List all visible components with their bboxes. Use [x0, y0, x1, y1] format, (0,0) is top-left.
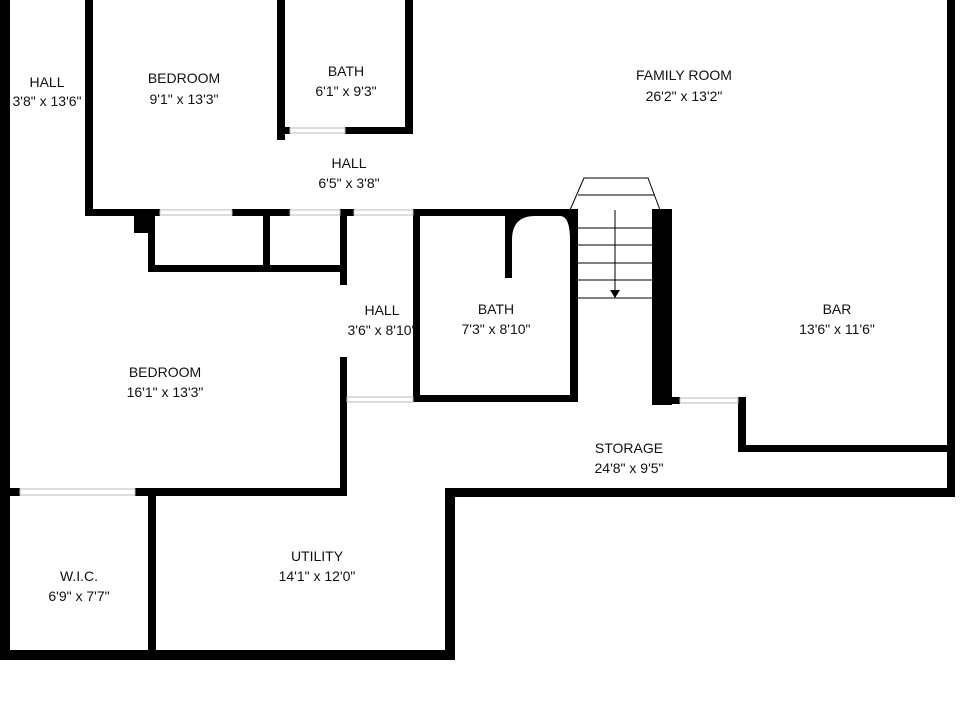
- svg-text:3'6" x 8'10": 3'6" x 8'10": [348, 322, 417, 338]
- svg-text:STORAGE: STORAGE: [595, 440, 663, 456]
- room-bath-2: BATH 7'3" x 8'10": [462, 301, 531, 337]
- room-family-room: FAMILY ROOM 26'2" x 13'2": [636, 67, 732, 104]
- svg-text:16'1" x 13'3": 16'1" x 13'3": [127, 384, 204, 400]
- room-hall-left: HALL 3'8" x 13'6": [13, 74, 82, 109]
- room-bath-1: BATH 6'1" x 9'3": [315, 63, 376, 99]
- room-bedroom-1: BEDROOM 9'1" x 13'3": [148, 70, 220, 107]
- room-utility: UTILITY 14'1" x 12'0": [279, 548, 356, 584]
- svg-text:24'8" x 9'5": 24'8" x 9'5": [595, 460, 664, 476]
- svg-text:13'6" x 11'6": 13'6" x 11'6": [799, 321, 875, 337]
- stair-direction-arrow-icon: [610, 290, 620, 298]
- svg-text:26'2" x 13'2": 26'2" x 13'2": [646, 88, 723, 104]
- room-bedroom-2: BEDROOM 16'1" x 13'3": [127, 364, 204, 400]
- svg-text:9'1" x 13'3": 9'1" x 13'3": [150, 91, 219, 107]
- svg-text:UTILITY: UTILITY: [291, 548, 344, 564]
- room-hall-middle: HALL 3'6" x 8'10": [348, 302, 417, 338]
- svg-text:BAR: BAR: [823, 301, 852, 317]
- svg-text:BATH: BATH: [478, 301, 514, 317]
- svg-text:BEDROOM: BEDROOM: [129, 364, 201, 380]
- doors: [19, 127, 739, 496]
- svg-text:14'1" x 12'0": 14'1" x 12'0": [279, 568, 356, 584]
- svg-text:BEDROOM: BEDROOM: [148, 70, 220, 86]
- room-wic: W.I.C. 6'9" x 7'7": [48, 568, 109, 604]
- svg-text:6'9" x 7'7": 6'9" x 7'7": [48, 588, 109, 604]
- svg-text:6'5" x 3'8": 6'5" x 3'8": [318, 175, 379, 191]
- room-storage: STORAGE 24'8" x 9'5": [595, 440, 664, 476]
- svg-text:3'8" x 13'6": 3'8" x 13'6": [13, 93, 82, 109]
- svg-text:7'3" x 8'10": 7'3" x 8'10": [462, 321, 531, 337]
- svg-text:HALL: HALL: [364, 302, 399, 318]
- svg-text:6'1" x 9'3": 6'1" x 9'3": [315, 83, 376, 99]
- walls: [0, 0, 955, 660]
- svg-text:FAMILY ROOM: FAMILY ROOM: [636, 67, 732, 83]
- room-bar: BAR 13'6" x 11'6": [799, 301, 875, 337]
- stairs: [569, 177, 661, 299]
- room-hall-upper: HALL 6'5" x 3'8": [318, 155, 379, 191]
- svg-text:HALL: HALL: [331, 155, 366, 171]
- svg-text:HALL: HALL: [29, 74, 64, 90]
- svg-text:BATH: BATH: [328, 63, 364, 79]
- svg-text:W.I.C.: W.I.C.: [60, 568, 98, 584]
